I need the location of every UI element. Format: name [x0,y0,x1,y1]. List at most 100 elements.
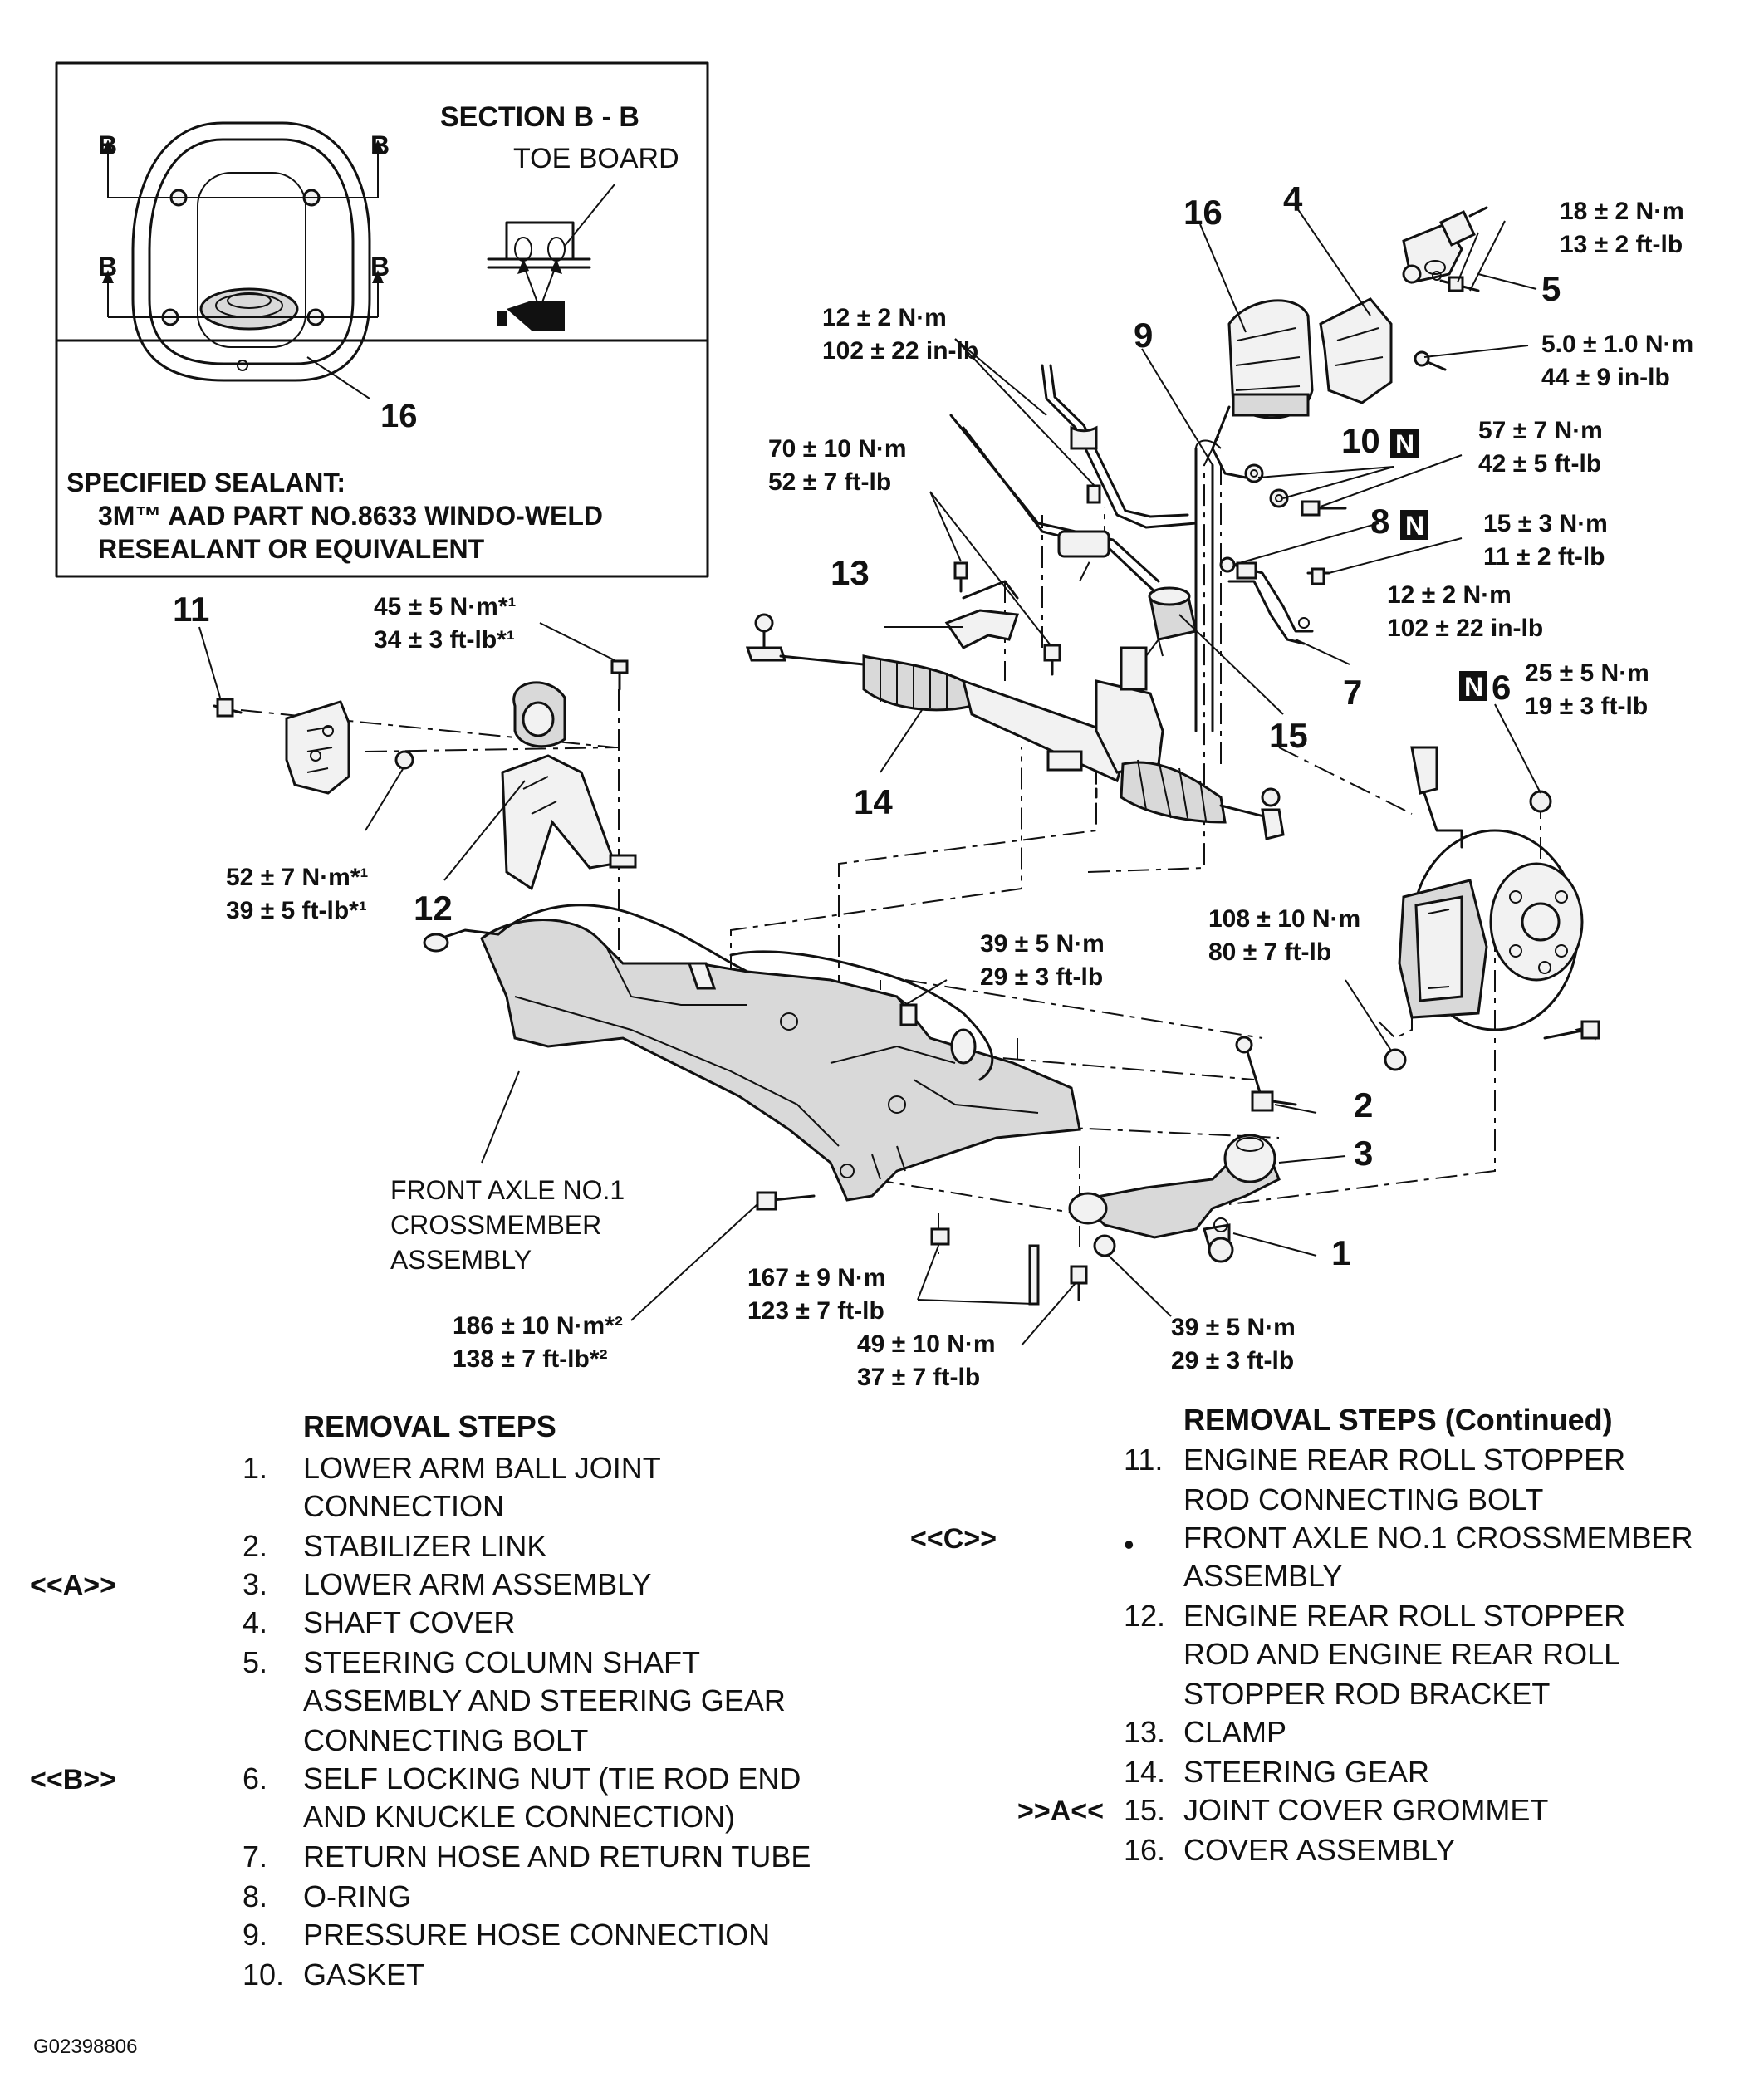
part-label-14: 14 [854,782,893,821]
torque-57-ftlb: 42 ± 5 ft-lb [1478,450,1601,478]
knuckle-and-brake-assembly [1384,746,1600,1071]
bolt-45-5 [610,659,629,691]
step-8-num: 8. [243,1879,267,1913]
step-9-num: 9. [243,1918,267,1952]
part-label-4: 4 [1283,179,1303,218]
n-marker-8: N [1400,510,1428,541]
step-12-line-1: ENGINE REAR ROLL STOPPER [1183,1599,1625,1633]
leader-lines [198,205,1541,1346]
step-crossmember-line-2: ASSEMBLY [1183,1559,1342,1593]
step-15-ref: >>A<< [1017,1796,1104,1827]
torque-5-inlb: 44 ± 9 in-lb [1541,364,1670,391]
step-3-line-1: LOWER ARM ASSEMBLY [303,1567,651,1601]
step-5-line-1: STEERING COLUMN SHAFT [303,1645,700,1679]
step-5-line-3: CONNECTING BOLT [303,1723,588,1757]
torque-108-ftlb: 80 ± 7 ft-lb [1208,938,1331,966]
joint-cover-grommet-15 [1148,586,1198,641]
step-16-line-1: COVER ASSEMBLY [1183,1833,1455,1867]
step-10-num: 10. [243,1957,284,1992]
crossmember-label: FRONT AXLE NO.1 CROSSMEMBER ASSEMBLY [390,1175,625,1275]
torque-45-nm: 45 ± 5 N·m*¹ [374,593,517,620]
part-number-labels: 1 2 3 4 5 N 6 7 8 N 9 10 N 11 12 13 14 1… [173,179,1561,1272]
torque-5-nm: 5.0 ± 1.0 N·m [1541,331,1693,358]
bolt-5 [1439,276,1480,292]
section-b-b-title: SECTION B - B [440,101,639,133]
torque-52-nm: 52 ± 7 N·m*¹ [226,864,369,891]
part-label-11: 11 [173,590,209,629]
bottom-bolts [756,996,1088,1306]
torque-18-ftlb: 13 ± 2 ft-lb [1560,231,1683,258]
shaft-cover-4 [1319,297,1393,404]
b-marker-top-left: B [98,130,117,160]
n-marker-8-text: N [1405,511,1424,541]
step-3-num: 3. [243,1567,267,1601]
step-12-num: 12. [1124,1599,1165,1633]
step-1-line-1: LOWER ARM BALL JOINT [303,1451,661,1485]
part-label-15: 15 [1269,716,1308,755]
step-6-num: 6. [243,1761,267,1796]
steering-pipes [949,364,1198,681]
main-drawing [213,206,1600,1306]
torque-labels: 18 ± 2 N·m 13 ± 2 ft-lb 5.0 ± 1.0 N·m 44… [226,198,1693,1391]
n-marker-10-text: N [1395,429,1414,459]
step-4-line-1: SHAFT COVER [303,1605,515,1639]
step-11-num: 11. [1124,1443,1163,1477]
inset-part-16-label: 16 [380,398,418,434]
steering-column-joint [1402,206,1488,284]
n-marker-10: N [1390,429,1419,459]
step-7-line-1: RETURN HOSE AND RETURN TUBE [303,1840,811,1874]
torque-186-nm: 186 ± 10 N·m*² [453,1312,623,1340]
step-7-num: 7. [243,1840,267,1874]
gasket-10-and-bolt [1244,463,1347,517]
torque-49-ftlb: 37 ± 7 ft-lb [857,1364,980,1391]
b-marker-bottom-right: B [370,252,390,282]
removal-steps-continued-list: REMOVAL STEPS (Continued) 11. ENGINE REA… [910,1403,1693,1867]
cover-assembly-drawing [102,121,384,399]
o-ring-8 [1219,556,1236,573]
torque-15-nm: 15 ± 3 N·m [1483,510,1608,537]
part-label-7: 7 [1343,673,1362,712]
step-4-num: 4. [243,1605,267,1639]
steering-gear-14 [745,613,1285,840]
sealant-line-1: 3M™ AAD PART NO.8633 WINDO-WELD [98,501,603,531]
b-marker-bottom-left: B [98,252,117,282]
figure-id: G02398806 [33,2036,137,2058]
step-6-line-2: AND KNUCKLE CONNECTION) [303,1800,735,1834]
removal-steps-list: REMOVAL STEPS 1. LOWER ARM BALL JOINT CO… [30,1409,811,1992]
toe-board-label: TOE BOARD [513,143,679,174]
step-6-line-1: SELF LOCKING NUT (TIE ROD END [303,1761,801,1796]
part-label-5: 5 [1541,269,1561,308]
torque-39-top-nm: 39 ± 5 N·m [980,930,1105,958]
torque-39-bottom-nm: 39 ± 5 N·m [1171,1314,1296,1341]
step-crossmember-line-1: FRONT AXLE NO.1 CROSSMEMBER [1183,1521,1693,1555]
torque-70-nm: 70 ± 10 N·m [768,435,907,463]
torque-12-right-inlb: 102 ± 22 in-lb [1387,615,1543,642]
step-1-num: 1. [243,1451,267,1485]
step-11-line-1: ENGINE REAR ROLL STOPPER [1183,1443,1625,1477]
torque-57-nm: 57 ± 7 N·m [1478,417,1603,444]
step-13-line-1: CLAMP [1183,1715,1286,1749]
torque-39-bottom-ftlb: 29 ± 3 ft-lb [1171,1347,1294,1374]
torque-70-ftlb: 52 ± 7 ft-lb [768,468,891,496]
step-5-line-2: ASSEMBLY AND STEERING GEAR [303,1683,786,1717]
part-label-16: 16 [1183,193,1223,232]
step-12-line-2: ROD AND ENGINE REAR ROLL [1183,1637,1620,1671]
torque-167-nm: 167 ± 9 N·m [747,1264,886,1291]
n-marker-6-text: N [1464,672,1483,702]
step-crossmember-ref: <<C>> [910,1523,997,1555]
step-10-line-1: GASKET [303,1957,424,1992]
step-2-num: 2. [243,1529,267,1563]
step-3-ref: <<A>> [30,1570,116,1601]
part-label-9: 9 [1134,316,1153,355]
torque-49-nm: 49 ± 10 N·m [857,1330,996,1358]
torque-25-ftlb: 19 ± 3 ft-lb [1525,693,1648,720]
sealant-title: SPECIFIED SEALANT: [66,468,345,497]
step-11-line-2: ROD CONNECTING BOLT [1183,1482,1543,1516]
torque-12-top-nm: 12 ± 2 N·m [822,304,947,331]
inset-section-b-b: SECTION B - B TOE BOARD B B B B 16 SPECI… [55,61,709,578]
crossmember-label-line-1: FRONT AXLE NO.1 [390,1175,625,1205]
step-15-num: 15. [1124,1793,1165,1827]
removal-steps-continued-title: REMOVAL STEPS (Continued) [1183,1403,1613,1437]
front-axle-crossmember [423,904,1081,1202]
